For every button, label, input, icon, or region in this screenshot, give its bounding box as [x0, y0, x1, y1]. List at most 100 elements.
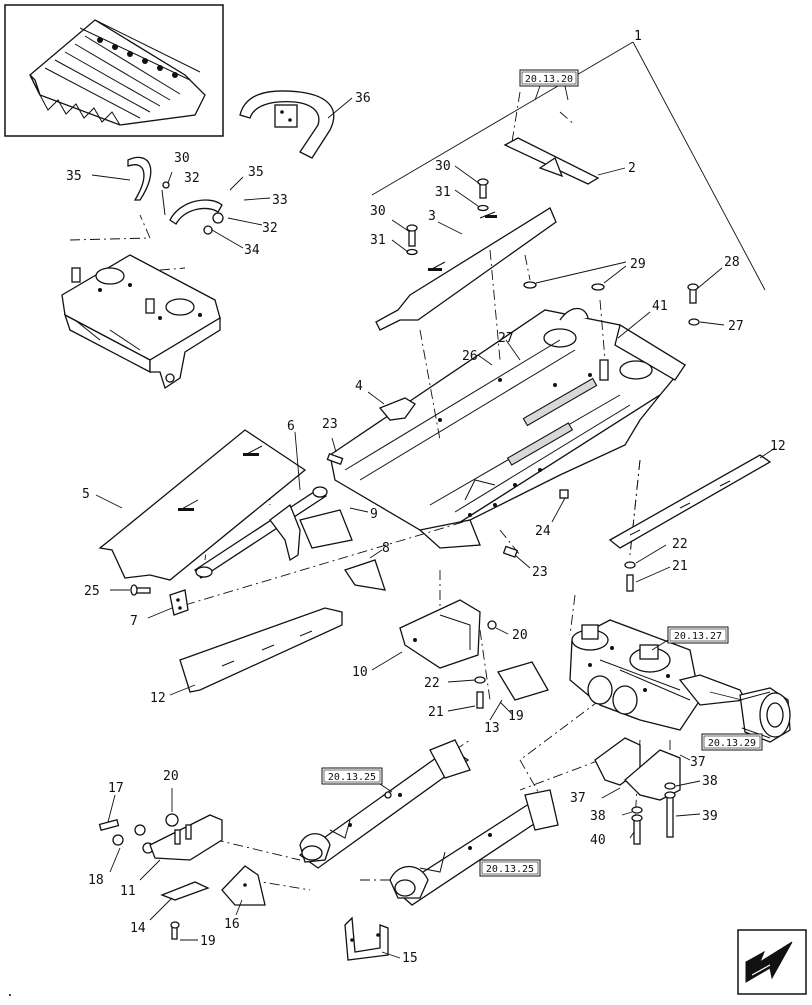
parts-37-handles: [594, 737, 691, 801]
callout-32-right: 32: [262, 221, 278, 236]
callout-21-center: 21: [428, 705, 444, 720]
callout-2: 2: [628, 161, 636, 176]
ref-box-20-13-27[interactable]: 20.13.27: [667, 626, 729, 644]
corner-mark: .: [6, 985, 14, 1000]
fasteners-21-22-center: [447, 676, 486, 712]
callout-1: 1: [634, 29, 642, 44]
part-41-main-frame: [329, 307, 686, 549]
ref-20-13-25-b: 20.13.25: [486, 864, 534, 875]
part-3-cover-plate: [375, 207, 557, 331]
callout-19-lower: 19: [200, 934, 216, 949]
callout-35-right: 35: [248, 165, 264, 180]
callout-24: 24: [535, 524, 551, 539]
drive-shaft-upper: [298, 739, 471, 869]
washers-29: [523, 261, 627, 291]
callout-25: 25: [84, 584, 100, 599]
callout-22-center: 22: [424, 676, 440, 691]
part-4-bracket: [367, 391, 416, 421]
callout-8: 8: [382, 541, 390, 556]
callout-26: 26: [462, 349, 478, 364]
coupling-right: [709, 687, 791, 743]
callout-40: 40: [590, 833, 606, 848]
callout-7: 7: [130, 614, 138, 629]
callout-32-upper: 32: [184, 171, 200, 186]
callout-15: 15: [402, 951, 418, 966]
callout-27-frame: 27: [498, 331, 514, 346]
callout-22-right: 22: [672, 537, 688, 552]
callout-33: 33: [272, 193, 288, 208]
bolt-25: [110, 584, 151, 596]
ref-20-13-25-a: 20.13.25: [328, 772, 376, 783]
callout-16: 16: [224, 917, 240, 932]
callout-31-left: 31: [370, 233, 386, 248]
callout-3: 3: [428, 209, 436, 224]
callout-labels: 1 2 3 4 5 6 7 8 9 10 11 12 12 13 14 15 1…: [6, 29, 786, 1000]
ref-box-20-13-20[interactable]: 20.13.20: [519, 69, 579, 87]
gearbox: [569, 619, 746, 731]
ref-20-13-29: 20.13.29: [708, 738, 756, 749]
part-12-right-plate: [608, 447, 776, 549]
callout-21-right: 21: [672, 559, 688, 574]
ref-box-20-13-25-b[interactable]: 20.13.25: [479, 859, 541, 877]
part-7-bracket: [147, 589, 189, 619]
callout-38-left: 38: [590, 809, 606, 824]
callout-5: 5: [82, 487, 90, 502]
part-8-wedge: [343, 549, 386, 591]
part-5-plate: [95, 429, 307, 581]
callout-10: 10: [352, 665, 368, 680]
callout-19-center: 19: [508, 709, 524, 724]
callout-20-lower: 20: [163, 769, 179, 784]
callout-23-lower: 23: [532, 565, 548, 580]
callout-34: 34: [244, 243, 260, 258]
bolts-30-31: [391, 165, 489, 256]
ref-box-20-13-29[interactable]: 20.13.29: [701, 733, 763, 751]
ref-box-20-13-25-a[interactable]: 20.13.25: [321, 767, 383, 785]
callout-37-right: 37: [690, 755, 706, 770]
callout-6: 6: [287, 419, 295, 434]
callout-29: 29: [630, 257, 646, 272]
callout-36: 36: [355, 91, 371, 106]
callout-12-left: 12: [150, 691, 166, 706]
part-24: [551, 489, 569, 523]
header-overview-inset: [4, 4, 224, 137]
fasteners-21-22-right: [624, 544, 671, 592]
upper-left-bracket-assembly: [69, 156, 271, 276]
callout-27-right: 27: [728, 319, 744, 334]
ref-20-13-20: 20.13.20: [525, 74, 573, 85]
part-2-top-plate: [503, 91, 626, 185]
callout-30-upper: 30: [174, 151, 190, 166]
drive-shaft-lower: [389, 789, 559, 906]
callout-39: 39: [702, 809, 718, 824]
callout-23-upper: 23: [322, 417, 338, 432]
callout-12-right: 12: [770, 439, 786, 454]
callout-37-left: 37: [570, 791, 586, 806]
callout-11: 11: [120, 884, 136, 899]
callout-17: 17: [108, 781, 124, 796]
callout-38-right: 38: [702, 774, 718, 789]
callout-4: 4: [355, 379, 363, 394]
callout-35-left: 35: [66, 169, 82, 184]
part-13-plate: [489, 661, 549, 721]
bolts-38-39-40: [621, 780, 701, 845]
callout-18: 18: [88, 873, 104, 888]
callout-30-mid: 30: [435, 159, 451, 174]
callout-14: 14: [130, 921, 146, 936]
callout-28: 28: [724, 255, 740, 270]
callout-9: 9: [370, 507, 378, 522]
callout-31-mid: 31: [435, 185, 451, 200]
part-6-shaft: [194, 431, 328, 579]
part-12-left-plate: [169, 607, 343, 696]
callout-41: 41: [652, 299, 668, 314]
left-frame-corner: [61, 254, 221, 390]
part-36-bracket: [239, 90, 353, 159]
lower-left-parts: [98, 788, 266, 941]
bolts-23: [326, 437, 531, 569]
callout-20-center: 20: [512, 628, 528, 643]
callout-30-left: 30: [370, 204, 386, 219]
part-15-bracket: [344, 916, 401, 961]
callout-13: 13: [484, 721, 500, 736]
next-page-arrow-icon[interactable]: [737, 929, 807, 995]
ref-20-13-27: 20.13.27: [674, 631, 722, 642]
leader-item-1: [371, 41, 766, 291]
